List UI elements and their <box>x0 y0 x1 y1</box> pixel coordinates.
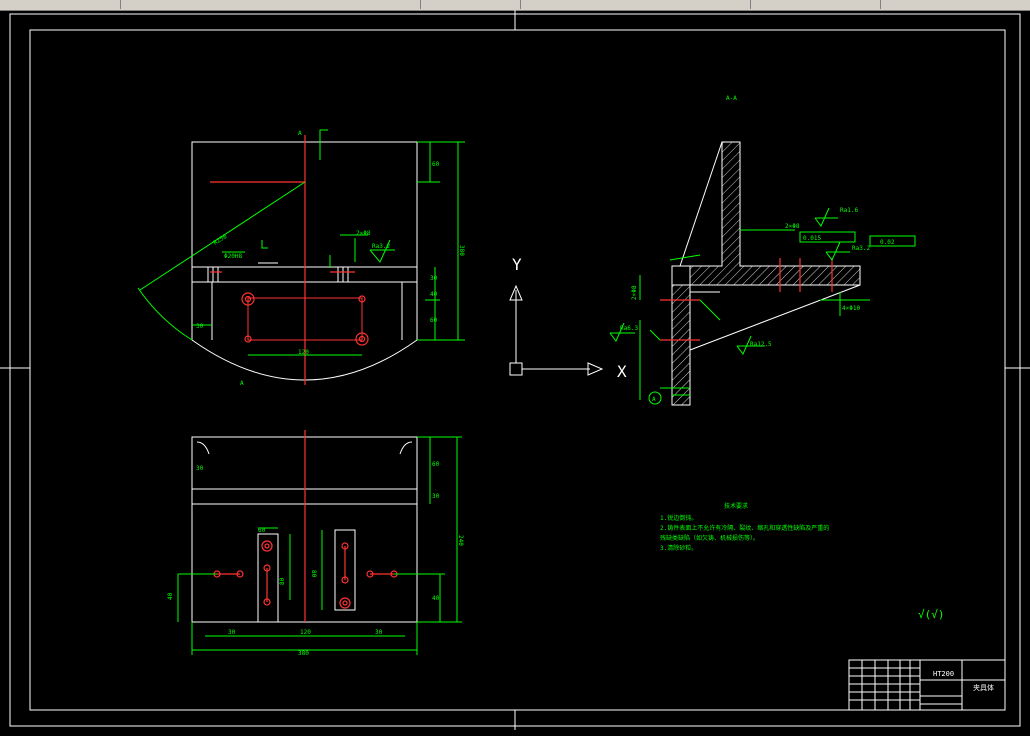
dim-label: 120 <box>300 629 311 636</box>
dim-label: A <box>298 130 302 137</box>
dim-label: 40 <box>430 291 438 298</box>
dim-label: Ra3.2 <box>852 245 870 252</box>
title-block <box>848 659 1006 711</box>
dim-label: Ra3.2 <box>372 243 390 250</box>
dim-label: 60 <box>258 527 266 534</box>
hole-marks <box>241 292 369 346</box>
dim-label: 60 <box>432 161 440 168</box>
dim-label: 60 <box>430 317 438 324</box>
dim-label: 30 <box>196 323 204 330</box>
dim-label: 30 <box>432 493 440 500</box>
dim-label: Ra1.6 <box>840 207 858 214</box>
dim-label: 30 <box>375 629 383 636</box>
axis-y-label: Y <box>512 255 522 274</box>
dim-label: A <box>652 396 656 403</box>
dim-label: 4×Φ10 <box>842 305 860 312</box>
outer-border <box>9 13 1021 727</box>
dim-label: 0.015 <box>803 235 821 242</box>
tech-req-line: 1.锐边倒钝。 <box>660 514 697 522</box>
dim-label: 40 <box>432 595 440 602</box>
dim-label: 120 <box>298 349 309 356</box>
ucs-icon <box>509 284 604 376</box>
dim-label: 0.02 <box>880 239 895 246</box>
dim-label: 80 <box>310 570 317 578</box>
drawing-canvas[interactable]: 60 380 30 40 60 120 30 Φ20H8 2×Φ8 Ra3.2 … <box>0 10 1030 732</box>
dim-label: 30 <box>228 629 236 636</box>
dim-label: 380 <box>298 650 309 657</box>
tech-req-line: 残缺类缺陷（如欠铸、机械损伤等）。 <box>660 534 759 542</box>
axis-x-label: X <box>617 362 627 381</box>
part-name-label: 夹具体 <box>973 683 994 692</box>
dim-labels: A-A Ra1.6 Ra3.2 0.015 0.02 2×Φ8 Ra6.3 Ra… <box>620 95 895 403</box>
hole-marks <box>213 540 398 609</box>
dim-labels: 30 60 30 240 40 40 380 30 120 30 60 80 8… <box>167 461 464 657</box>
section-label: A-A <box>726 95 737 102</box>
tech-req-line: 2.铸件表面上不允许有冷隔、裂纹、缩孔和穿透性缺陷及严重的 <box>660 524 829 532</box>
dim-label: Ra6.3 <box>620 325 638 332</box>
dim-label: 80 <box>279 577 286 585</box>
toolbar-segment[interactable] <box>120 0 421 9</box>
dim-label: 2×Φ8 <box>631 285 638 300</box>
dim-label: Ra12.5 <box>750 341 772 348</box>
dim-label: 380 <box>458 245 465 256</box>
dim-label: A <box>240 380 244 387</box>
toolbar-segment[interactable] <box>0 0 121 9</box>
dim-label: 40 <box>167 592 174 600</box>
dim-label: 30 <box>430 275 438 282</box>
roughness-symbol: √(√) <box>918 608 945 621</box>
toolbar-segment[interactable] <box>520 0 751 9</box>
dim-label: 240 <box>457 535 464 546</box>
tech-req-title: 技术要求 <box>724 502 748 510</box>
section-view: A-A Ra1.6 Ra3.2 0.015 0.02 2×Φ8 Ra6.3 Ra… <box>609 95 916 406</box>
front-view: 60 380 30 40 60 120 30 Φ20H8 2×Φ8 Ra3.2 … <box>137 129 465 387</box>
dim-label: Φ20H8 <box>224 253 242 260</box>
toolbar-segment[interactable] <box>880 0 1030 9</box>
dim-label: 2×Φ8 <box>356 230 371 237</box>
inner-frame <box>29 29 1006 711</box>
toolbar-segment[interactable] <box>420 0 521 9</box>
material-label: HT200 <box>933 670 954 678</box>
dim-label: 60 <box>432 461 440 468</box>
cad-drawing[interactable]: 60 380 30 40 60 120 30 Φ20H8 2×Φ8 Ra3.2 … <box>0 10 1030 732</box>
dim-label: 2×Φ8 <box>785 223 800 230</box>
tech-req-line: 3.清除砂粒。 <box>660 544 697 552</box>
toolbar-segment[interactable] <box>750 0 881 9</box>
tech-requirements: 技术要求 1.锐边倒钝。 2.铸件表面上不允许有冷隔、裂纹、缩孔和穿透性缺陷及严… <box>660 502 829 552</box>
dim-label: 30 <box>196 465 204 472</box>
top-view: 30 60 30 240 40 40 380 30 120 30 60 80 8… <box>167 430 464 657</box>
